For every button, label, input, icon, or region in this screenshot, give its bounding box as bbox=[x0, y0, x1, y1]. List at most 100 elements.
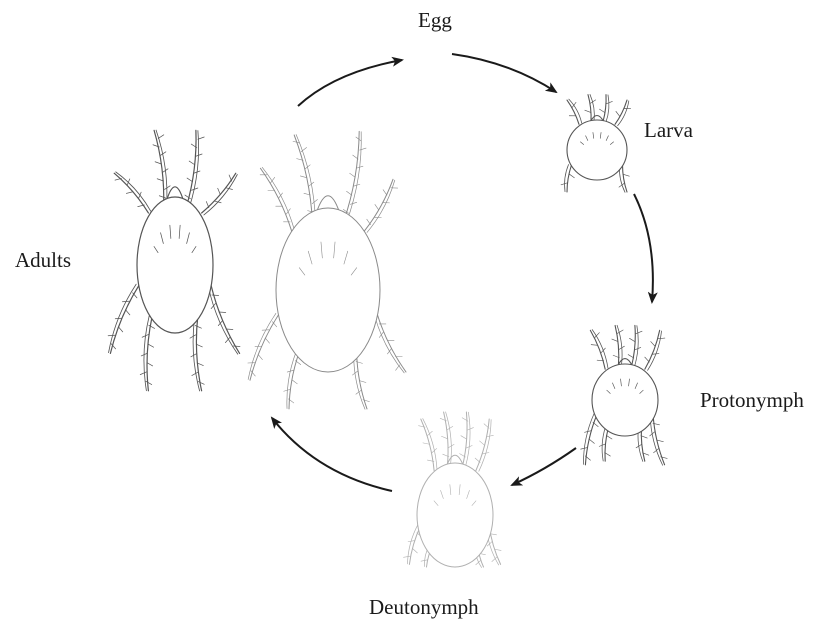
mite-hair bbox=[367, 219, 371, 225]
mite-body bbox=[567, 120, 627, 180]
mite-hair bbox=[461, 436, 467, 439]
mite-hair bbox=[360, 148, 366, 150]
mite-leg-edge bbox=[592, 330, 608, 369]
mite-hair bbox=[159, 196, 165, 198]
mite-leg bbox=[588, 95, 591, 122]
mite-leg-edge bbox=[569, 99, 582, 123]
mite-hair bbox=[651, 342, 656, 347]
mite-hair bbox=[645, 357, 650, 362]
mite-hair bbox=[652, 354, 659, 355]
mite-hair bbox=[350, 202, 356, 204]
mite-hair bbox=[617, 330, 623, 333]
mite-hair bbox=[623, 174, 629, 176]
mite-hair bbox=[192, 372, 198, 375]
mite-hair bbox=[196, 344, 202, 347]
mite-hair bbox=[360, 381, 366, 383]
mite-hair bbox=[312, 199, 317, 203]
mite-protonymph-icon bbox=[581, 325, 667, 465]
label-adults: Adults bbox=[15, 250, 71, 271]
mite-hair bbox=[218, 188, 221, 194]
mite-leg bbox=[364, 179, 393, 231]
mite-leg bbox=[567, 165, 572, 192]
mite-larva-icon bbox=[561, 94, 631, 192]
mite-hair bbox=[423, 443, 430, 444]
mite-hair bbox=[218, 321, 222, 326]
mite-hair bbox=[198, 382, 204, 385]
mite-hair bbox=[404, 556, 411, 557]
mite-leg-edge bbox=[407, 525, 417, 564]
mite-leg-edge bbox=[648, 331, 662, 370]
arrow-egg-to-larva bbox=[452, 54, 556, 92]
mite-hair bbox=[155, 162, 161, 164]
mite-body bbox=[417, 463, 493, 567]
arrow-larva-to-protonymph bbox=[634, 194, 653, 302]
mite-hair bbox=[629, 338, 635, 341]
mite-hair bbox=[346, 191, 351, 195]
mite-hair bbox=[396, 365, 400, 370]
mite-hair bbox=[118, 327, 122, 332]
mite-hair bbox=[569, 174, 574, 178]
mite-hair bbox=[606, 435, 612, 439]
mite-hair bbox=[206, 202, 209, 208]
mite-hair bbox=[126, 192, 133, 194]
label-protonymph: Protonymph bbox=[700, 390, 804, 411]
arrow-adult-to-egg bbox=[298, 60, 402, 106]
mite-hair bbox=[494, 549, 501, 550]
mite-hair bbox=[139, 192, 142, 198]
mite-hair bbox=[195, 326, 201, 329]
mite-hair bbox=[589, 439, 594, 443]
mite-hair bbox=[591, 345, 598, 346]
mite-hair bbox=[292, 380, 297, 384]
label-larva: Larva bbox=[644, 120, 693, 141]
mite-leg bbox=[260, 168, 291, 231]
mite-hair bbox=[658, 338, 665, 339]
mite-hair bbox=[265, 338, 269, 343]
mite-deutonymph-icon bbox=[404, 412, 502, 568]
mite-hair bbox=[616, 111, 620, 116]
mite-leg bbox=[615, 325, 619, 366]
mite-hair bbox=[198, 137, 204, 139]
mite-leg bbox=[147, 316, 152, 391]
mite-hair bbox=[229, 175, 232, 181]
mite-hair bbox=[467, 428, 473, 431]
mite-leg bbox=[632, 325, 636, 366]
mite-hair bbox=[125, 310, 129, 315]
mite-hair bbox=[165, 186, 171, 190]
mite-hair bbox=[140, 372, 146, 375]
mite-hair bbox=[657, 440, 664, 442]
label-egg: Egg bbox=[418, 10, 452, 31]
mite-leg-edge bbox=[618, 101, 629, 126]
mite-hair bbox=[158, 135, 164, 139]
arrow-protonymph-to-deutonymph bbox=[512, 448, 576, 485]
mite-hair bbox=[350, 173, 355, 177]
mite-hair bbox=[148, 344, 154, 347]
label-deutonymph: Deutonymph bbox=[369, 597, 479, 618]
mite-leg bbox=[186, 130, 196, 207]
mite-hair bbox=[599, 109, 605, 113]
arrow-deutonymph-to-adults bbox=[272, 418, 392, 491]
mite-hair bbox=[628, 355, 634, 358]
mite-hair bbox=[636, 331, 642, 334]
mite-hair bbox=[189, 161, 195, 165]
mite-hair bbox=[379, 332, 383, 337]
mite-hair bbox=[585, 110, 591, 112]
mite-hair bbox=[146, 381, 152, 384]
mite-leg bbox=[377, 315, 406, 372]
mite-leg bbox=[603, 95, 606, 122]
mite-adult-icon bbox=[108, 130, 240, 391]
mite-leg bbox=[294, 135, 312, 222]
mite-body bbox=[276, 208, 380, 372]
mite-hair bbox=[383, 190, 387, 196]
mite-hair bbox=[375, 204, 379, 210]
mite-leg bbox=[154, 130, 164, 207]
mite-hair bbox=[187, 178, 193, 182]
mite-leg bbox=[250, 315, 279, 381]
mite-hair bbox=[480, 441, 485, 445]
mite-body bbox=[137, 197, 213, 333]
mite-hair bbox=[441, 436, 447, 439]
mite-hair bbox=[300, 176, 306, 178]
mite-hair bbox=[258, 354, 262, 359]
mite-hair bbox=[196, 154, 202, 156]
